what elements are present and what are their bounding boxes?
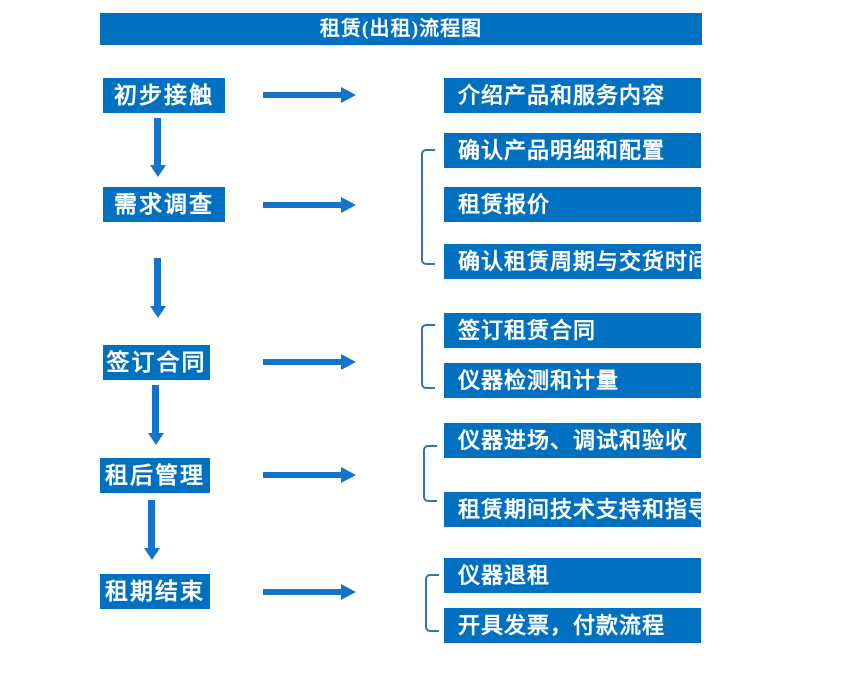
- flowchart-title: 租赁(出租)流程图: [100, 13, 702, 45]
- step-rental-end: 租期结束: [100, 574, 210, 609]
- step-post-rental-management: 租后管理: [100, 458, 210, 493]
- right-arrow-icon-5: [263, 589, 341, 595]
- right-arrow-icon-4: [263, 472, 341, 478]
- down-arrow-icon-4: [148, 500, 155, 548]
- detail-instrument-testing: 仪器检测和计量: [444, 363, 701, 398]
- bracket-demand-survey-group: [421, 149, 435, 265]
- bracket-sign-contract-group: [421, 324, 435, 389]
- detail-confirm-product-details: 确认产品明细和配置: [444, 133, 701, 168]
- detail-instrument-return: 仪器退租: [444, 558, 701, 593]
- step-sign-contract: 签订合同: [103, 345, 210, 380]
- down-arrow-icon-2: [154, 258, 161, 306]
- detail-rental-tech-support: 租赁期间技术支持和指导: [444, 492, 701, 527]
- detail-sign-rental-contract: 签订租赁合同: [444, 313, 701, 348]
- right-arrow-icon-1: [263, 92, 341, 98]
- right-arrow-icon-3: [263, 359, 341, 365]
- right-arrow-icon-2: [263, 202, 341, 208]
- down-arrow-icon-1: [154, 118, 161, 165]
- detail-invoice-payment: 开具发票，付款流程: [444, 608, 701, 643]
- detail-confirm-rental-period: 确认租赁周期与交货时间: [444, 244, 701, 279]
- detail-rental-quote: 租赁报价: [444, 187, 701, 222]
- bracket-rental-end-group: [425, 574, 439, 632]
- detail-intro-products-services: 介绍产品和服务内容: [444, 78, 701, 113]
- step-demand-survey: 需求调查: [103, 187, 225, 222]
- bracket-post-rental-group: [423, 445, 437, 502]
- step-initial-contact: 初步接触: [103, 78, 225, 113]
- down-arrow-icon-3: [152, 385, 159, 433]
- detail-instrument-setup-acceptance: 仪器进场、调试和验收: [444, 423, 701, 458]
